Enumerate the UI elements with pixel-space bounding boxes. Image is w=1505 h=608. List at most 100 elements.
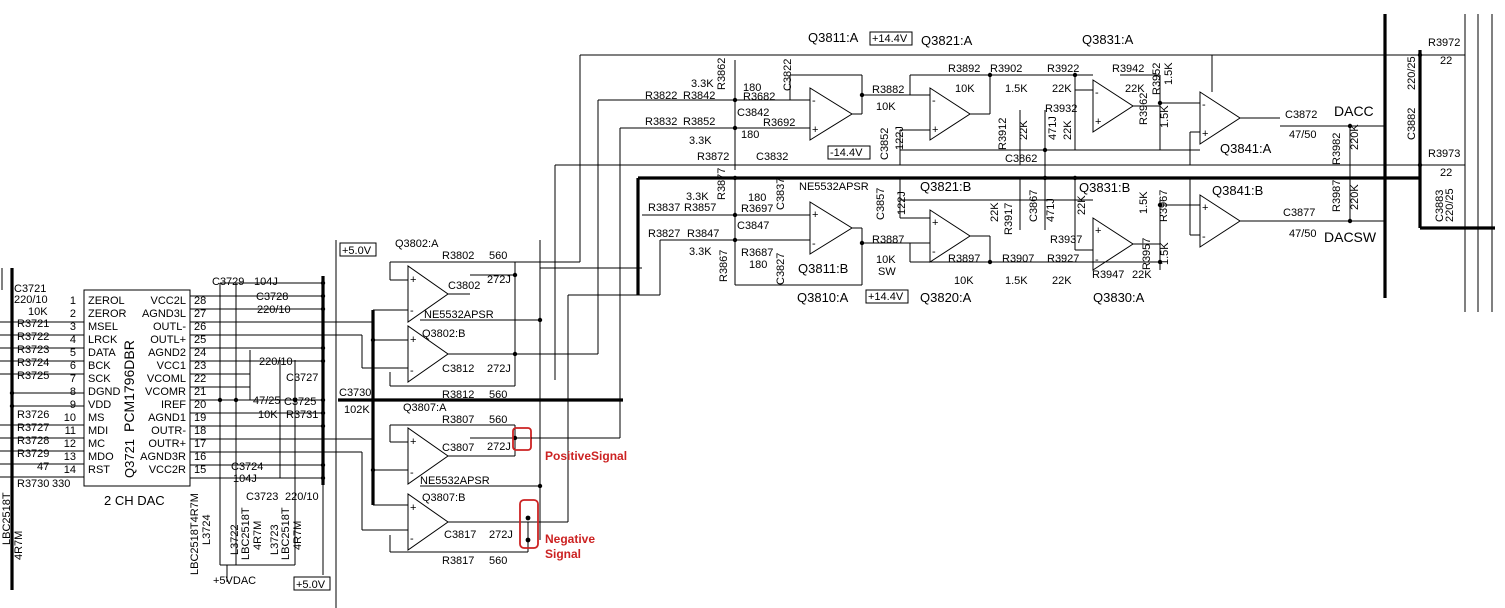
label-r3867: R3867 <box>718 250 730 282</box>
label-r1k5-b: 1.5K <box>1163 62 1175 85</box>
svg-text:-: - <box>1202 231 1206 243</box>
label-c104j-b: 104J <box>233 473 257 485</box>
chip-pin-number: 8 <box>70 386 76 398</box>
label-l4r7m-left: 4R7M <box>13 531 25 560</box>
chip-pin-label: OUTL+ <box>150 334 186 346</box>
chip-pin-number: 24 <box>194 347 206 359</box>
label-r180-c: 180 <box>748 192 766 204</box>
label-c3857: C3857 <box>875 188 887 220</box>
label-r3967: R3967 <box>1158 190 1170 222</box>
label-c3724: C3724 <box>231 461 263 473</box>
chip-pin-number: 27 <box>194 308 206 320</box>
svg-text:+: + <box>932 217 938 229</box>
chip-pin-label: ZEROR <box>88 308 127 320</box>
label-c3852: C3852 <box>879 128 891 160</box>
label-r3837: R3837 <box>648 202 680 214</box>
chip-pin-label: SCK <box>88 373 111 385</box>
opamp-q3841a: -+ <box>1199 91 1241 145</box>
label-r3932: R3932 <box>1045 103 1077 115</box>
label-r10k-f: 10K <box>954 275 974 287</box>
positive-signal-label: PositiveSignal <box>545 449 627 463</box>
label-r3917: R3917 <box>1003 203 1015 235</box>
chip-pin-number: 7 <box>70 373 76 385</box>
label-r3887: R3887 <box>872 234 904 246</box>
label-q3831b: Q3831:B <box>1079 180 1130 195</box>
label-c3827: C3827 <box>775 253 787 285</box>
label-v50-bottom: +5.0V <box>296 579 326 591</box>
label-c471j-a: 471J <box>1047 116 1059 140</box>
label-r3812: R3812 <box>442 389 474 401</box>
svg-text:+: + <box>410 436 416 448</box>
label-r3852: R3852 <box>683 116 715 128</box>
chip-pin-label: VCC2L <box>151 295 186 307</box>
label-lbc-l3723: LBC2518T <box>280 507 292 560</box>
label-c3807: C3807 <box>442 442 474 454</box>
svg-text:+: + <box>1202 128 1208 140</box>
svg-text:+: + <box>812 209 818 221</box>
chip-pin-number: 11 <box>65 425 76 437</box>
svg-text:-: - <box>410 365 414 377</box>
label-v144-b: +14.4V <box>868 291 904 303</box>
svg-text:-: - <box>1095 87 1099 99</box>
label-r3726: R3726 <box>17 409 49 421</box>
label-lbc-l3724: LBC2518T4R7M <box>189 493 201 575</box>
label-r22k-b: 22K <box>1125 83 1145 95</box>
label-r3822: R3822 <box>645 90 677 102</box>
chip-pin-number: 20 <box>194 399 206 411</box>
label-v144-a: +14.4V <box>872 33 908 45</box>
chip-pin-number: 12 <box>64 438 76 450</box>
label-r1k5-f: 1.5K <box>1159 242 1171 265</box>
chip-pin-label: MDO <box>88 451 114 463</box>
svg-text:+: + <box>410 502 416 514</box>
chip-pin-label: OUTL- <box>153 321 186 333</box>
svg-text:-: - <box>410 305 414 317</box>
label-c22025-a: 220/25 <box>1406 56 1418 90</box>
opamp-q3811a: -+ <box>809 87 853 141</box>
label-c122j-b: 122J <box>896 191 908 215</box>
label-q3811a: Q3811:A <box>808 30 859 45</box>
label-q3807a: Q3807:A <box>403 402 447 414</box>
label-r3k3-b: 3.3K <box>689 135 712 147</box>
chip-pin-number: 9 <box>70 399 76 411</box>
svg-text:+: + <box>410 274 416 286</box>
label-r3k3-a: 3.3K <box>691 78 714 90</box>
chip-pin-label: BCK <box>88 360 111 372</box>
chip-pin-number: 16 <box>194 451 206 463</box>
label-c4750-b: 47/50 <box>1289 228 1317 240</box>
svg-text:+: + <box>812 124 818 136</box>
chip-pin-number: 18 <box>194 425 206 437</box>
chip-pin-label: VCOMR <box>145 386 186 398</box>
label-r560-b: 560 <box>489 389 507 401</box>
label-q3802b: Q3802:B <box>422 328 465 340</box>
svg-text:-: - <box>932 95 936 107</box>
chip-pin-label: VCOML <box>147 373 186 385</box>
label-c272-c: 272J <box>487 441 511 453</box>
label-c3812: C3812 <box>442 363 474 375</box>
label-dacsw: DACSW <box>1324 229 1377 245</box>
label-r180-d: 180 <box>749 259 767 271</box>
label-r10k-d: 10K <box>955 83 975 95</box>
label-c220-a: 220/10 <box>257 304 291 316</box>
label-c3727: C3727 <box>286 372 318 384</box>
label-r47: 47 <box>37 461 49 473</box>
label-r3872: R3872 <box>697 151 729 163</box>
dac-output-wiring <box>190 280 373 582</box>
chip-pin-number: 22 <box>194 373 206 385</box>
chip-pin-number: 19 <box>194 412 206 424</box>
label-c3837: C3837 <box>775 178 787 210</box>
chip-pin-label: MC <box>88 438 105 450</box>
label-r3687: R3687 <box>741 247 773 259</box>
label-r3897: R3897 <box>948 253 980 265</box>
dac-input-wiring <box>0 268 84 478</box>
label-q3802a: Q3802:A <box>395 238 439 250</box>
label-r22k-f: 22K <box>1076 195 1088 215</box>
label-r3972: R3972 <box>1428 37 1460 49</box>
label-v5dac: +5VDAC <box>213 575 256 587</box>
chip-pin-label: AGND2 <box>148 347 186 359</box>
label-c3725: C3725 <box>284 396 316 408</box>
svg-text:+: + <box>410 334 416 346</box>
label-c3721: C3721 <box>14 283 46 295</box>
label-r1k5-c: 1.5K <box>1159 105 1171 128</box>
